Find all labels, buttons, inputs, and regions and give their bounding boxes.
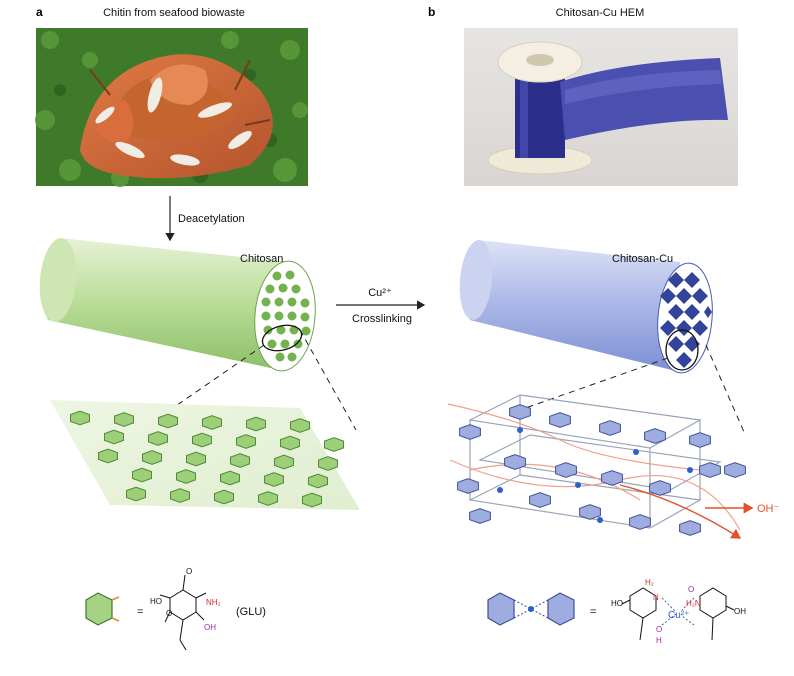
glu-monomer: [220, 470, 240, 486]
chitosan-cu-monomer: [459, 424, 481, 440]
chitosan-cu-monomer: [689, 432, 711, 448]
glu-monomer: [246, 416, 266, 432]
glu-monomer: [148, 431, 168, 446]
glu-monomer: [214, 489, 234, 505]
zoom-line-left-b: [519, 357, 669, 411]
chitosan-cu-monomer: [509, 404, 531, 420]
cu-zoom-ring: [665, 329, 699, 371]
chitosan-cu-monomer: [699, 462, 721, 478]
glu-monomer: [280, 435, 300, 451]
chitosan-cu-monomer: [504, 454, 526, 470]
panel-a-letter: a: [36, 5, 43, 19]
glu-monomer: [132, 467, 152, 483]
complex-h: H: [656, 636, 662, 645]
chitosan-label: Chitosan: [240, 253, 283, 265]
panel-b-letter: b: [428, 5, 435, 19]
glu-monomer: [126, 486, 146, 502]
crosslink-legend: = H₂ N Cu²⁺ H₂N O O H HO OH: [487, 578, 746, 645]
chitosan-cu-label: Chitosan-Cu: [612, 253, 673, 265]
glu-monomer: [104, 429, 124, 445]
complex-o-top: O: [688, 585, 694, 594]
hem-photo-caption: Chitosan-Cu HEM: [556, 7, 645, 19]
deacetylation-label: Deacetylation: [178, 213, 245, 225]
complex-cu: Cu²⁺: [668, 610, 689, 621]
glu-monomer: [142, 450, 162, 465]
hydroxide-label: OH⁻: [757, 503, 780, 515]
glu-top-o: O: [186, 567, 192, 576]
glu-abbrev: (GLU): [236, 606, 266, 618]
glu-ho: HO: [150, 597, 162, 606]
chitosan-cu-monomer: [629, 514, 651, 530]
glu-monomer: [192, 432, 212, 448]
glu-ring-o: O: [166, 609, 172, 618]
complex-n: N: [653, 593, 659, 602]
glu-monomer: [264, 472, 284, 487]
chitosan-cu-cylinder: [459, 240, 713, 374]
glu-monomer: [114, 412, 134, 427]
glu-monomer: [176, 469, 196, 484]
chitosan-cu-hem-photo: [464, 28, 738, 186]
glu-monomer: [302, 492, 322, 508]
ion-flow-arrow: [619, 484, 742, 539]
chitosan-cu-monomer: [679, 520, 701, 536]
legend-hexagon-right: [547, 592, 575, 626]
complex-oh: OH: [734, 607, 746, 616]
glu-monomer: [186, 451, 206, 467]
glu-monomer: [70, 410, 90, 426]
glu-monomer: [308, 473, 328, 489]
legend-cu-dot: [528, 606, 534, 612]
glu-monomer: [258, 491, 278, 506]
complex-h2n: H₂N: [686, 599, 701, 608]
glu-oh: OH: [204, 623, 216, 632]
chitosan-cylinder: [39, 238, 316, 372]
seafood-biowaste-photo: [35, 28, 308, 187]
crosslinking-label: Crosslinking: [352, 313, 412, 325]
chitin-photo-caption: Chitin from seafood biowaste: [103, 7, 245, 19]
complex-h2: H₂: [645, 578, 654, 587]
glu-monomer: [98, 448, 118, 464]
glu-monomer: [274, 454, 294, 470]
zoom-line-right-b: [705, 344, 745, 433]
chitosan-cu-monomer: [555, 462, 577, 478]
cu-centers: [497, 427, 693, 523]
cu-ion-label: Cu²⁺: [368, 287, 392, 299]
chitosan-cu-monomer: [601, 470, 623, 486]
glu-legend: = O NH₂ OH HO O (GLU): [85, 567, 266, 651]
crosslinked-network: [447, 394, 754, 539]
chitosan-cu-monomer: [549, 412, 571, 428]
chitosan-cu-monomer: [469, 508, 491, 524]
glu-hexagon: [85, 592, 113, 626]
glu-monomer: [230, 453, 250, 468]
glu-nh2: NH₂: [206, 598, 221, 607]
glu-monomer: [318, 456, 338, 471]
zoom-line-left-a: [169, 344, 265, 411]
zoom-line-right-a: [299, 329, 357, 431]
chitosan-cu-monomer: [529, 492, 551, 508]
glu-monomer: [158, 413, 178, 429]
chitosan-cu-monomer: [649, 480, 671, 496]
crosslink-equals: =: [590, 606, 596, 618]
chitosan-sheet: [50, 400, 360, 510]
chitosan-cu-monomer: [579, 504, 601, 520]
complex-ho: HO: [611, 599, 623, 608]
glu-monomer: [324, 437, 344, 452]
glu-monomer: [170, 488, 190, 503]
chitosan-cu-monomer: [644, 428, 666, 444]
chitosan-cu-monomer: [724, 462, 746, 478]
glu-monomer: [236, 434, 256, 449]
complex-o-bottom: O: [656, 625, 662, 634]
chitosan-cu-monomer: [457, 478, 479, 494]
chitosan-cu-monomer: [599, 420, 621, 436]
glucosamine-structure: [159, 574, 207, 651]
cu-complex-structure: [621, 587, 735, 641]
cu-crosslink-pattern: [660, 272, 712, 368]
glu-monomer: [202, 415, 222, 430]
legend-hexagon-left: [487, 592, 515, 626]
chitosan-fiber-dots: [261, 270, 311, 362]
glu-equals: =: [137, 606, 143, 618]
glu-monomer: [290, 418, 310, 433]
